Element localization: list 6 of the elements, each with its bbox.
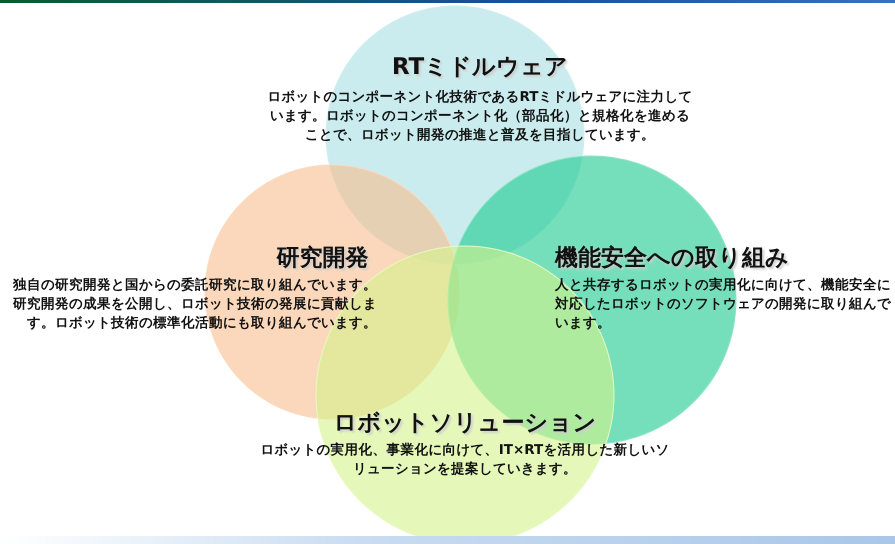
circle-heading: 研究開発 bbox=[275, 244, 370, 273]
circle-heading: ロボットソリューション bbox=[332, 409, 598, 438]
circle-heading: RTミドルウェア bbox=[390, 53, 570, 82]
circle-description: ロボットのコンポーネント化技術であるRTミドルウェアに注力しています。ロボットのコンポーネント化（部品化）と規格化を進めることで、ロボット開発の推進と普及を目指しています。 bbox=[266, 88, 694, 145]
circle-description: ロボットの実用化、事業化に向けて、IT×RTを活用した新しいソリューションを提案していきます。 bbox=[260, 441, 670, 479]
circle-description: 独自の研究開発と国からの委託研究に取り組んでいます。研究開発の成果を公開し、ロボット技術の発展に貢献します。ロボット技術の標準化活動にも取り組んでいます。 bbox=[12, 276, 377, 333]
